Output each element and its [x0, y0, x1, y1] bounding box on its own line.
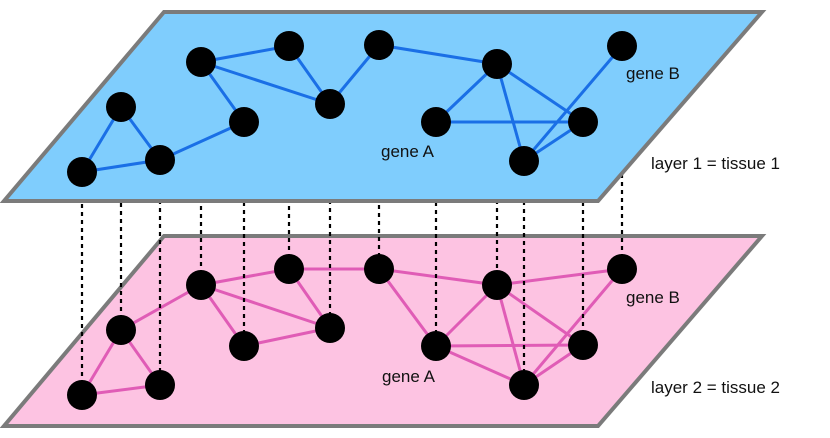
layer2-node-n7	[315, 313, 345, 343]
layer-1-label: layer 1 = tissue 1	[651, 154, 780, 173]
layer-2-gene-a-label: gene A	[382, 367, 436, 386]
layer1-edge-n12-n9	[495, 62, 526, 163]
layer1-edge-n3-n4	[158, 120, 246, 162]
layer1-node-n3	[145, 145, 175, 175]
layer-2-label: layer 2 = tissue 2	[651, 378, 780, 397]
layer-2-gene-b-label: gene B	[626, 288, 680, 307]
layer1-node-n10	[421, 107, 451, 137]
layer1-node-n4	[229, 107, 259, 137]
layer2-edge-n8-n10	[377, 267, 438, 348]
layer1-node-n5	[186, 47, 216, 77]
layer2-node-n8	[364, 254, 394, 284]
layer1-node-n11	[568, 107, 598, 137]
layer1-edge-n8-n9	[377, 43, 499, 66]
layer1-node-n9	[482, 49, 512, 79]
layer-2-nodes	[67, 254, 637, 410]
layer2-edge-n9-n13	[495, 267, 624, 287]
layer2-edge-n12-n13	[522, 267, 624, 387]
layer2-edge-n9-n12	[495, 283, 526, 387]
layer1-edge-n12-n13	[522, 44, 624, 163]
layer1-node-n7	[315, 89, 345, 119]
layer1-node-n6	[274, 31, 304, 61]
layer2-node-n6	[274, 254, 304, 284]
layer2-node-n12	[509, 370, 539, 400]
layer-1-gene-a-label: gene A	[381, 142, 435, 161]
layer-1-gene-b-label: gene B	[626, 64, 680, 83]
layer1-node-n12	[509, 146, 539, 176]
layer1-node-n1	[67, 157, 97, 187]
layer2-node-n4	[229, 331, 259, 361]
layer1-node-n2	[106, 92, 136, 122]
layer-1-nodes	[67, 30, 637, 187]
layer2-node-n2	[106, 315, 136, 345]
layer2-node-n13	[607, 254, 637, 284]
layer1-node-n8	[364, 30, 394, 60]
layer2-node-n11	[568, 330, 598, 360]
layer1-edge-n9-n11	[495, 62, 585, 124]
layer2-edge-n9-n11	[495, 283, 585, 347]
layer1-edge-n5-n7	[199, 60, 332, 106]
layer2-node-n10	[421, 331, 451, 361]
layer1-node-n13	[607, 31, 637, 61]
layer2-edge-n10-n12	[434, 344, 526, 387]
layer2-node-n5	[186, 270, 216, 300]
layer2-edge-n5-n7	[199, 283, 332, 330]
layer2-edge-n10-n11	[434, 343, 585, 348]
layer2-node-n1	[67, 380, 97, 410]
layer2-edge-n8-n9	[377, 267, 499, 287]
layer2-node-n3	[145, 370, 175, 400]
layer2-node-n9	[482, 270, 512, 300]
